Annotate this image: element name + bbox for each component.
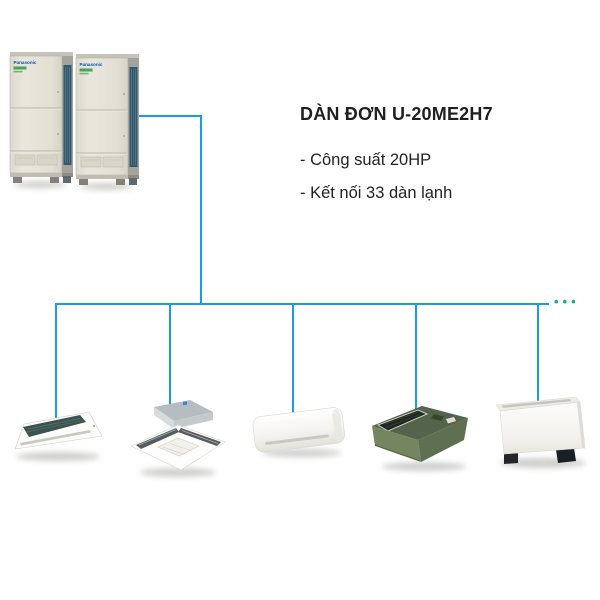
outdoor-unit-1 (9, 51, 74, 184)
pipe-drop-2 (169, 303, 171, 409)
indoor-unit-shadow (16, 452, 100, 461)
indoor-unit-shadow (382, 462, 466, 471)
air-outlet-vent (136, 428, 179, 449)
ducted-unit-front (372, 426, 421, 462)
wall-unit-end-cap (332, 409, 343, 442)
one-way-ceiling-cassette-icon (14, 411, 103, 450)
duct-opening (431, 414, 444, 421)
four-way-ceiling-cassette-icon (130, 400, 226, 471)
outdoor-unit-pair: Panasonic (9, 51, 140, 186)
pipe-drop-4 (415, 303, 417, 412)
wall-mounted-unit-icon (252, 407, 345, 453)
pipe-outdoor-vertical (200, 115, 202, 305)
pipe-outdoor-horizontal (137, 115, 202, 117)
ducted-unit-top (372, 406, 468, 440)
cassette-body-right (174, 412, 213, 429)
cassette-body-left (154, 407, 174, 429)
console-front (499, 401, 586, 455)
pipe-trunk (55, 303, 549, 305)
top-air-outlet (502, 399, 571, 408)
pipe-drop-1 (55, 303, 57, 421)
ceiling-ducted-unit-icon (372, 406, 468, 462)
pipe-drop-3 (292, 303, 294, 417)
center-intake-grille (157, 437, 200, 457)
indoor-unit-shadow (140, 468, 216, 477)
cassette-body-top (154, 400, 213, 421)
wall-unit-body (252, 407, 345, 453)
air-outlet-slot (20, 430, 91, 446)
more-units-ellipsis-icon: ••• (554, 294, 580, 309)
indoor-unit-shadow (262, 449, 342, 457)
pipe-drop-5 (537, 303, 539, 405)
unit-foot (556, 448, 576, 463)
console-side-shade (577, 402, 585, 449)
air-outlet-slot (265, 434, 329, 445)
ducted-unit-side (418, 418, 468, 462)
outdoor-unit-2 (75, 53, 140, 186)
indoor-unit-shadow (500, 458, 586, 468)
spec-connections: - Kết nối 33 dàn lạnh (300, 184, 453, 202)
side-component (446, 417, 456, 424)
floor-standing-unit-icon (495, 396, 586, 464)
spec-capacity: - Công suất 20HP (300, 151, 432, 169)
diagram-title: DÀN ĐƠN U-20ME2H7 (300, 104, 493, 124)
outdoor-units-shadow (14, 181, 66, 188)
outdoor-units-shadow (80, 183, 132, 190)
unit-foot (504, 453, 518, 464)
label-sticker (183, 401, 187, 406)
